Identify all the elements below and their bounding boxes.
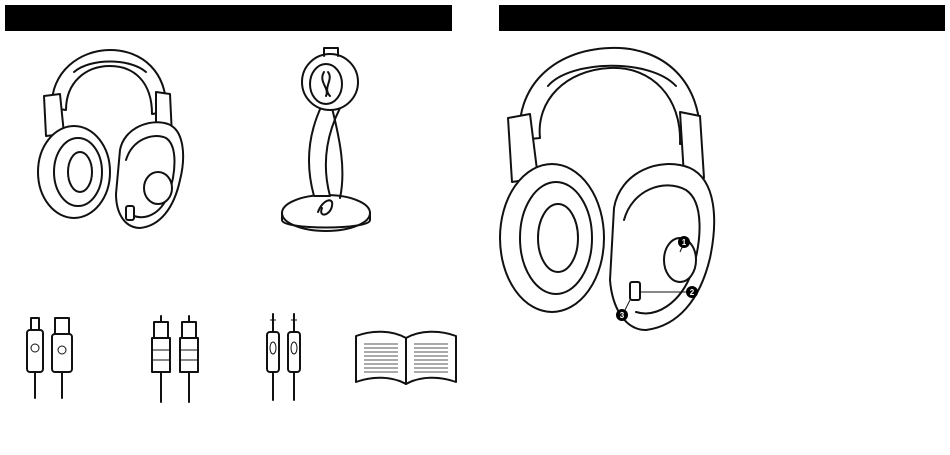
manual-booklet-icon xyxy=(356,332,456,384)
large-headphones-icon xyxy=(500,48,714,330)
audio-cable-icon xyxy=(267,314,300,400)
svg-text:2: 2 xyxy=(690,288,695,297)
svg-text:1: 1 xyxy=(682,238,687,247)
svg-text:3: 3 xyxy=(620,311,625,320)
charging-stand-icon xyxy=(282,48,370,231)
headphones-icon xyxy=(38,50,183,228)
charging-port xyxy=(630,282,640,300)
rca-cable-icon xyxy=(152,316,198,402)
usb-cable-icon xyxy=(27,318,72,398)
